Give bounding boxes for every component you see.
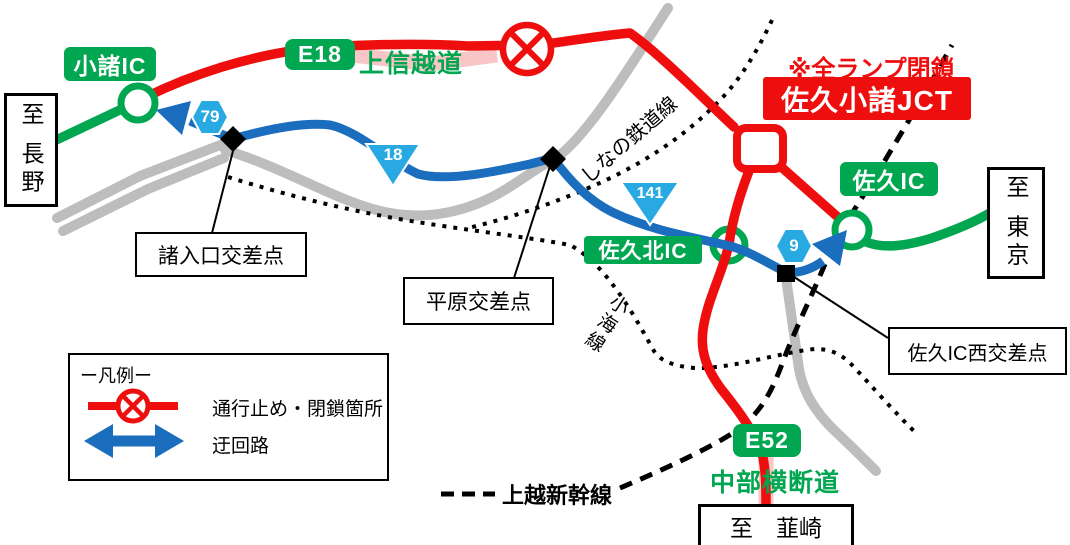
detour-arrowhead-west (156, 101, 191, 135)
route18-shield-number: 18 (383, 145, 403, 164)
sakukomoro-jct-symbol (733, 124, 787, 173)
shinkansen-label: 上越新幹線 (502, 483, 613, 508)
moro-intersection-node (220, 126, 246, 152)
route141-shield-number: 141 (636, 184, 664, 202)
gray-road-south (781, 273, 881, 476)
saku-nishi-leader-line (790, 274, 889, 339)
legend-closed-sample (88, 388, 178, 424)
joshinetsu-label: 上信越道 (359, 50, 464, 78)
legend-title: ー凡例ー (80, 366, 152, 386)
sakukomoro-jct-label: 佐久小諸JCT (763, 77, 971, 120)
route79-shield-shape (190, 99, 230, 135)
hirahara-leader-line (513, 162, 552, 279)
route9-shield-shape (774, 228, 814, 264)
koumi-railway-line (227, 175, 918, 435)
gray-road-west-upper (52, 139, 228, 223)
hirahara-intersection-box: 平原交差点 (403, 277, 554, 325)
komoro-ic-badge: 小諸IC (64, 47, 156, 81)
to-nirasaki-box: 至 韮崎 (698, 504, 854, 545)
to-tokyo-box: 至 東京 (987, 167, 1045, 279)
closure-symbol (499, 21, 555, 77)
route141-shield-shape (619, 181, 681, 227)
legend-detour-sample (84, 424, 184, 458)
route79-shield-number: 79 (200, 107, 220, 126)
saku-nishi-intersection-box: 佐久IC西交差点 (888, 327, 1067, 375)
open-route-east (861, 209, 993, 251)
to-nagano-box: 至 長野 (4, 93, 58, 207)
detour-arrowhead-east (812, 230, 847, 266)
closed-glow-e18 (351, 47, 498, 72)
closed-route-e18 (141, 28, 739, 132)
legend-closed-label: 通行止め・閉鎖箇所 (212, 399, 384, 420)
sakukita-ic-badge: 佐久北IC (584, 236, 702, 264)
route18-shield-shape (364, 143, 422, 188)
moro-intersection-box: 諸入口交差点 (135, 232, 307, 277)
legend-detour-label: 迂回路 (212, 436, 270, 457)
route9-shield-number: 9 (789, 236, 799, 255)
gray-road-east (220, 3, 673, 221)
komoro-ic-circle (117, 82, 159, 124)
e52-badge: E52 (733, 424, 801, 457)
gray-road-west-lower (58, 153, 229, 236)
hirahara-intersection-node (540, 146, 566, 172)
shinkansen-line (619, 43, 955, 491)
saku-ic-badge: 佐久IC (840, 162, 938, 196)
e18-badge: E18 (285, 39, 355, 70)
open-route-west (47, 103, 129, 147)
saku-nishi-intersection-node (777, 265, 795, 282)
moro-leader-line (211, 146, 235, 234)
closed-route-jct-saku (774, 160, 845, 224)
detour-route (188, 116, 826, 277)
chubu-odan-label: 中部横断道 (710, 469, 841, 497)
